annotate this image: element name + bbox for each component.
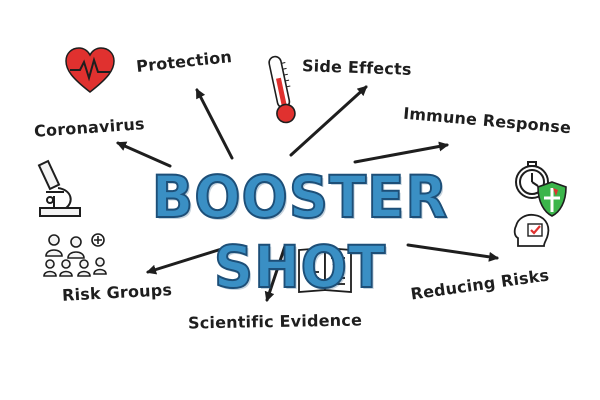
arrow-to-reducing-risks (406, 243, 499, 262)
thermometer-icon (268, 55, 296, 124)
label-side-effects: Side Effects (301, 56, 412, 79)
document-checklist-icon (298, 247, 352, 293)
people-group-icon (43, 233, 107, 277)
arrow-to-protection (195, 88, 234, 160)
label-scientific-evidence: Scientific Evidence (187, 310, 363, 333)
microscope-icon (37, 159, 81, 217)
heart-pulse-icon (65, 47, 115, 93)
arrow-to-coronavirus (116, 141, 172, 168)
arrow-to-scientific-evidence (264, 244, 287, 302)
arrow-to-immune-response (353, 141, 449, 164)
shield-icon (537, 181, 567, 217)
head-checkmark-icon (513, 213, 550, 247)
arrow-to-risk-groups (146, 245, 230, 275)
arrow-to-side-effects (289, 85, 368, 157)
diagram-title: BOOSTER SHOT (151, 162, 449, 302)
